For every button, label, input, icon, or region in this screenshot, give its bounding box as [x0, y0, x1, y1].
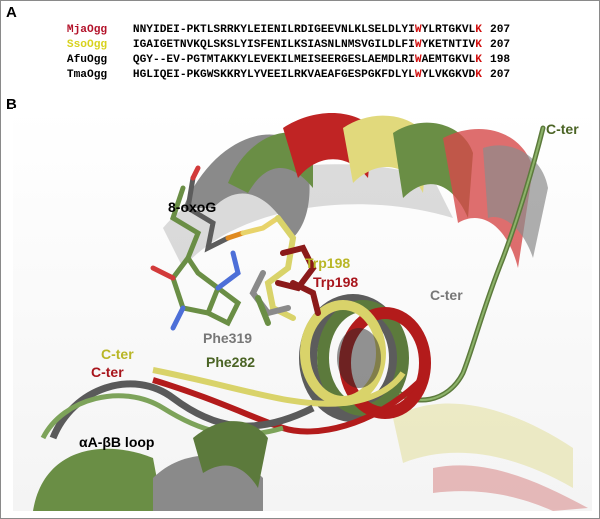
sequence-prefix: NNYIDEI-PKTLSRRKYLEIENILRDIGEEVNLKLSELDL… [132, 24, 415, 36]
alignment-row-tma: TmaOgg HGLIQEI-PKGWSKKRYLYVEEILRKVAEAFGES… [40, 53, 600, 81]
phe282-label: Phe282 [206, 354, 255, 370]
sequence-alignment: MjaOgg NNYIDEI-PKTLSRRKYLEIENILRDIGEEVNLK… [40, 8, 600, 81]
alpha-beta-loop-label: αA-βB loop [79, 434, 154, 450]
panel-a-label: A [6, 4, 17, 21]
sequence-name: TmaOgg [66, 69, 108, 81]
sequence-middle: YLRTGKVL [421, 24, 476, 36]
sequence-middle: YKETNTIV [421, 39, 476, 51]
protein-structure-rendering: 8-oxoG Trp198 Trp198 C-ter C-ter Phe319 … [13, 108, 592, 511]
trp198-yellow-label: Trp198 [305, 255, 350, 271]
green-cter-highlight [392, 127, 544, 401]
oxog-ligand [150, 165, 281, 331]
bottom-green-helix [33, 448, 163, 511]
residue-number: 207 [490, 69, 511, 81]
highlight-residue-lys: K [475, 54, 482, 66]
cter-red-label: C-ter [91, 364, 124, 380]
trp198-red-label: Trp198 [313, 274, 358, 290]
red-cter-strand [152, 375, 426, 435]
sequence-name: MjaOgg [66, 24, 108, 36]
highlight-residue-lys: K [475, 24, 482, 36]
aromatic-side-chains [249, 215, 321, 326]
bottom-grey-helix [153, 455, 263, 511]
panel-b-label: B [6, 96, 17, 113]
residue-number: 207 [490, 39, 511, 51]
highlight-residue-trp: W [414, 69, 422, 81]
cter-green-label: C-ter [546, 121, 579, 137]
sequence-name: AfuOgg [66, 54, 108, 66]
highlight-residue-lys: K [475, 69, 482, 81]
cter-grey-label: C-ter [430, 287, 463, 303]
sequence-prefix: QGY--EV-PGTMTAKKYLEVEKILMEISEERGESLAEMDL… [132, 54, 415, 66]
alignment-row-mja: MjaOgg NNYIDEI-PKTLSRRKYLEIENILRDIGEEVNLK… [40, 8, 600, 36]
alignment-row-sso: SsoOgg IGAIGETNVKQLSKSLYISFENILKSIASNLNMS… [40, 23, 600, 51]
sequence-prefix: IGAIGETNVKQLSKSLYISFENILKSIASNLNMSVGILDL… [132, 39, 415, 51]
residue-number: 198 [490, 54, 511, 66]
residue-number: 207 [490, 24, 511, 36]
highlight-residue-lys: K [475, 39, 482, 51]
sequence-middle: YLVKGKVD [421, 69, 476, 81]
yellow-cter-strand [152, 367, 406, 407]
alignment-row-afu: AfuOgg QGY--EV-PGTMTAKKYLEVEKILMEISEERGES… [40, 38, 600, 66]
sequence-middle: AEMTGKVL [421, 54, 476, 66]
oxog-label: 8-oxoG [168, 199, 216, 215]
sequence-prefix: HGLIQEI-PKGWSKKRYLYVEEILRKVAEAFGESPGKFDL… [132, 69, 415, 81]
phe319-label: Phe319 [203, 330, 252, 346]
highlight-residue-trp: W [414, 39, 422, 51]
cter-yellow-label: C-ter [101, 346, 134, 362]
bottom-green-turn [193, 421, 268, 488]
sequence-name: SsoOgg [66, 39, 108, 51]
highlight-residue-trp: W [414, 54, 422, 66]
highlight-residue-trp: W [414, 24, 422, 36]
